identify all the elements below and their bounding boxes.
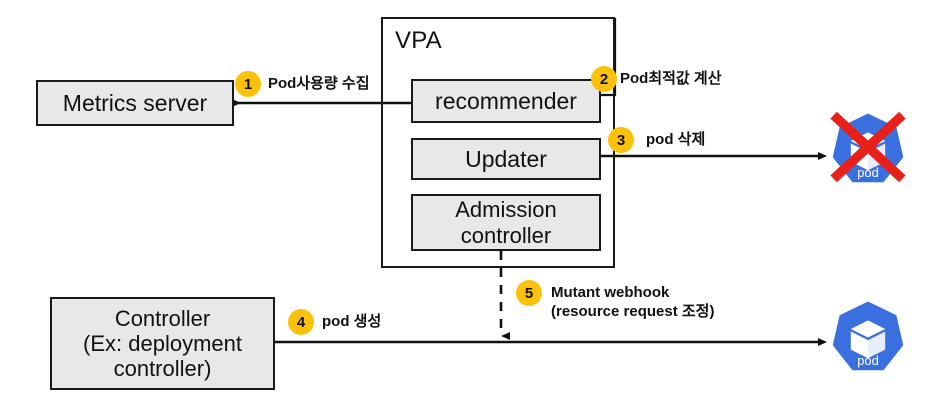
step-label-5: Mutant webhook (resource request 조정) bbox=[551, 284, 715, 320]
delete-cross-icon bbox=[830, 111, 906, 183]
step-badge-3: 3 bbox=[608, 127, 634, 153]
controller-box[interactable]: Controller (Ex: deployment controller) bbox=[50, 297, 275, 390]
recommender-box[interactable]: recommender bbox=[411, 79, 601, 123]
admission-controller-box[interactable]: Admission controller bbox=[411, 194, 601, 251]
updater-box[interactable]: Updater bbox=[411, 138, 601, 180]
deleted-pod-icon: pod bbox=[825, 110, 911, 196]
step-label-1: Pod사용량 수집 bbox=[268, 75, 370, 92]
step-badge-4: 4 bbox=[288, 309, 314, 335]
step-badge-5: 5 bbox=[516, 280, 542, 306]
step-label-2: Pod최적값 계산 bbox=[620, 70, 722, 87]
step-badge-2: 2 bbox=[591, 66, 617, 92]
step-badge-1: 1 bbox=[235, 71, 261, 97]
pod-icon-label: pod bbox=[857, 165, 879, 180]
pod-icon-label: pod bbox=[857, 353, 879, 368]
vpa-title: VPA bbox=[395, 27, 442, 54]
created-pod-icon: pod bbox=[825, 298, 911, 384]
step-label-3: pod 삭제 bbox=[646, 131, 706, 148]
step-label-4: pod 생성 bbox=[322, 313, 382, 330]
metrics-server-box[interactable]: Metrics server bbox=[36, 80, 234, 126]
